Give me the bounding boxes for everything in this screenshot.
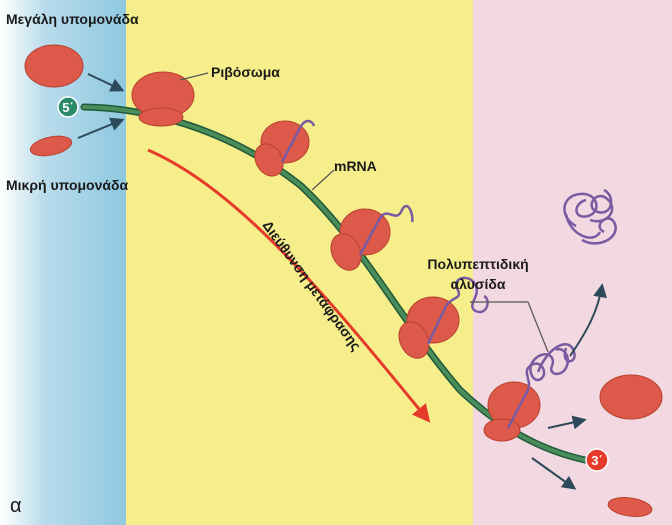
ribosome-label: Ριβόσωμα	[211, 64, 280, 80]
panel-letter: α	[10, 495, 22, 517]
polypeptide-label-line2: αλυσίδα	[451, 276, 506, 292]
three-prime-label: 3΄	[591, 453, 603, 468]
mrna-label: mRNA	[334, 158, 377, 174]
small-subunit-label: Μικρή υπομονάδα	[6, 177, 128, 193]
polypeptide-label-line1: Πολυπεπτιδική	[427, 256, 528, 272]
five-prime-label: 5΄	[62, 100, 74, 115]
large-subunit-label: Μεγάλη υπομονάδα	[6, 11, 139, 27]
large-subunit-free	[25, 45, 83, 87]
large-subunit-released	[600, 375, 662, 419]
